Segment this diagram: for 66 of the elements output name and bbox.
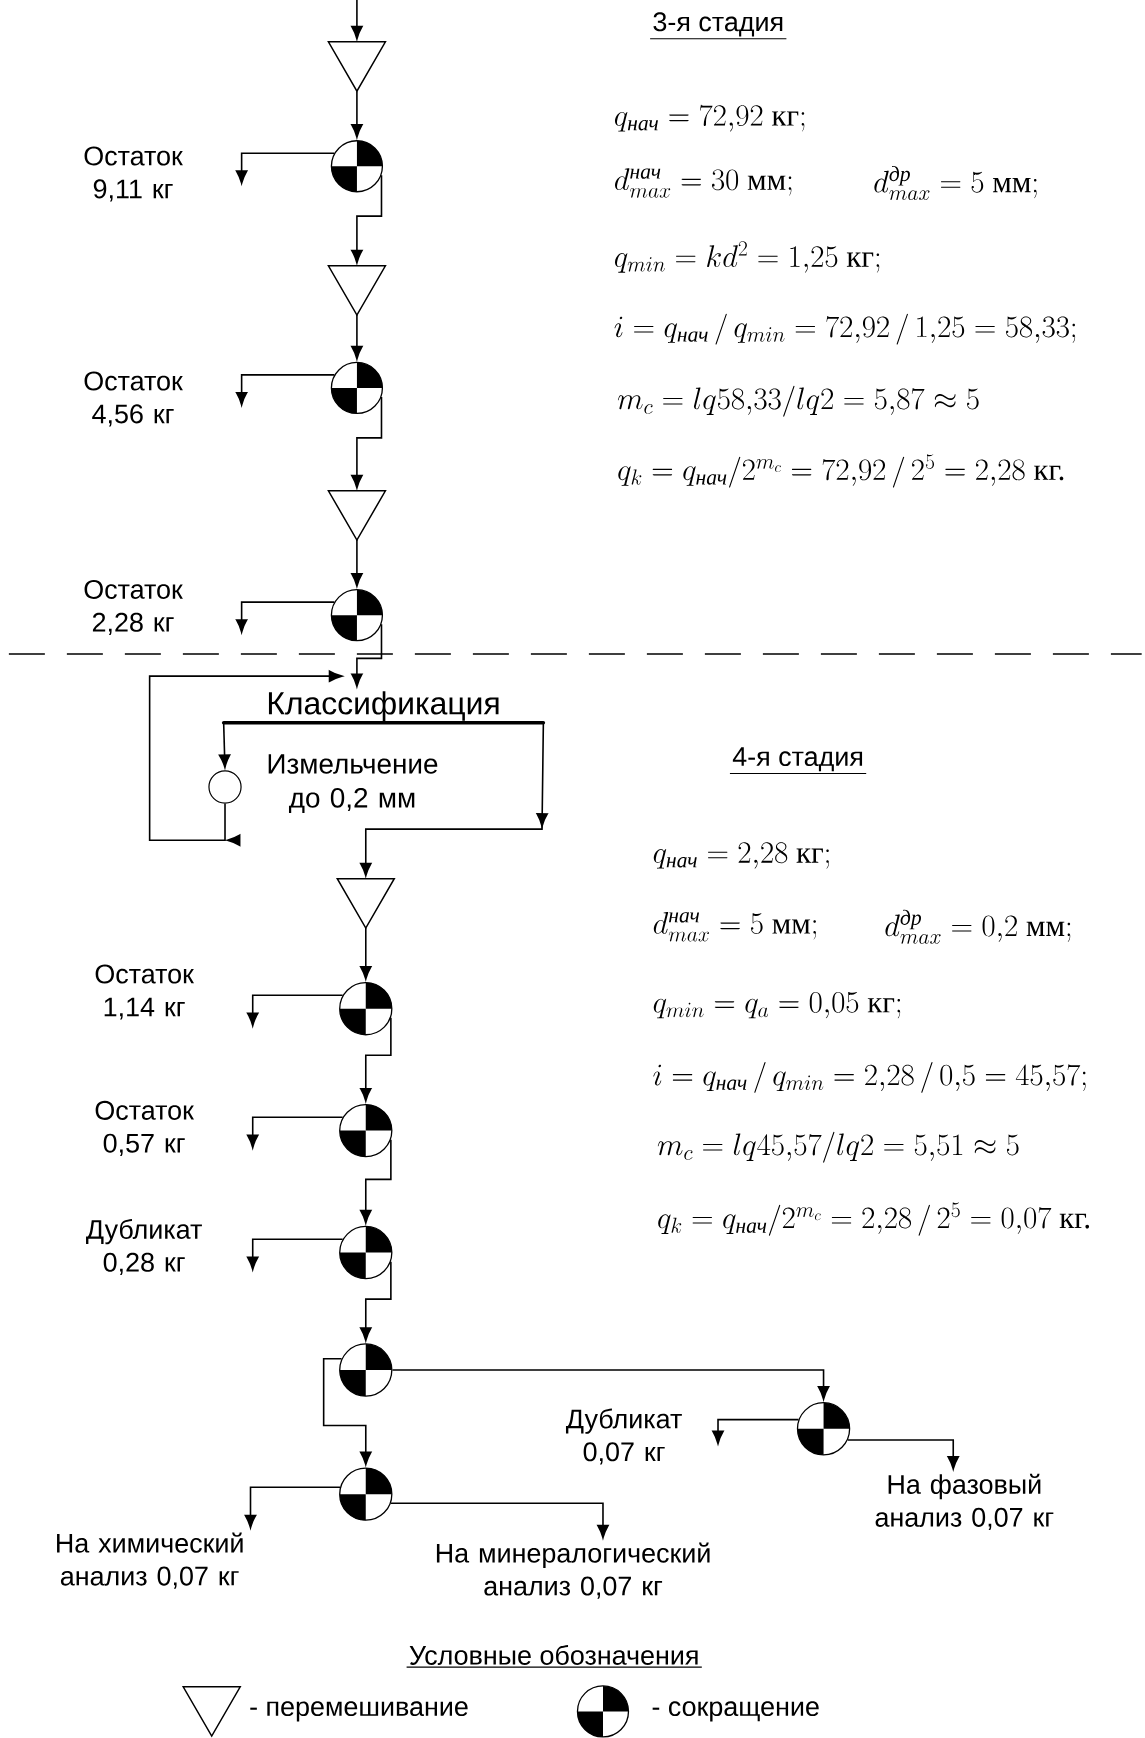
flow-arrow: [351, 90, 363, 138]
formula: $q_{k} = q_{\textit{нач}}/2^{m_{c}} = 2{,}28\,/\,2^{5} = 0{,}07\ \text{кг.}$: [658, 1202, 1090, 1236]
flow-arrow: [351, 0, 363, 40]
flow-arrow: [218, 721, 231, 769]
flow-arrow: [359, 721, 549, 877]
flow-arrow: [712, 1418, 800, 1445]
divider-symbol: [330, 361, 384, 415]
formula: $m_{c} = lq45{,}57/lq2 = 5{,}51 \approx 5$: [657, 1131, 1019, 1163]
divider-symbol: [330, 589, 384, 642]
flow-arrow: [235, 601, 336, 633]
flow-arrow: [235, 152, 336, 184]
classifier-bar: Классификация: [221, 691, 546, 725]
formula: $i = q_{\textit{нач}}\,/\,q_{min} = 2{,}28\,/\,0{,}5 = 45{,}57;$: [653, 1061, 1086, 1093]
stream-label: Остаток 4,56 кг: [84, 371, 183, 427]
formula: $q_{k} = q_{\textit{нач}}/2^{m_{c}} = 72{,}92\,/\,2^{5} = 2{,}28\ \text{кг.}$: [618, 454, 1064, 488]
flow-arrow: [391, 1369, 830, 1400]
stream-label: Дубликат 0,28 кг: [86, 1218, 202, 1275]
divider-symbol: [330, 140, 384, 193]
divider-symbol: [339, 981, 393, 1036]
stream-label: Остаток 2,28 кг: [84, 579, 183, 635]
formula: $m_{c} = lq58{,}33/lq2 = 5{,}87 \approx 5$: [617, 385, 979, 417]
formula: $d^{\textit{нач}}_{max} = 30\ \text{мм};$: [615, 168, 792, 198]
stream-label: На минералогический анализ 0,07 кг: [436, 1542, 710, 1599]
flow-arrow: [846, 1439, 960, 1470]
divider-symbol: [339, 1343, 393, 1397]
flow-arrow: [322, 1357, 372, 1466]
grinder-caption: Измельчение до 0,2 мм: [268, 754, 438, 813]
formula: $i = q_{\textit{нач}}\,/\,q_{min} = 72{,}92\,/\,1{,}25 = 58{,}33;$: [614, 313, 1076, 345]
flow-arrow: [390, 1502, 609, 1539]
flow-arrow: [351, 623, 383, 688]
flow-arrow: [235, 374, 336, 406]
stream-label: Остаток 9,11 кг: [84, 146, 183, 202]
stream-label: Остаток 1,14 кг: [95, 964, 194, 1020]
divider-symbol: [339, 1103, 393, 1158]
formula: $q_{\textit{нач}} = 2{,}28\ \text{кг};$: [653, 842, 829, 869]
formula: $d^{\textit{др}}_{max} = 0{,}2\ \text{мм};$: [885, 909, 1071, 944]
legend-text: - сокращение: [652, 1701, 819, 1722]
flow-arrow: [351, 314, 363, 360]
formula: $q_{\textit{нач}} = 72{,}92\ \text{кг};$: [614, 104, 805, 132]
flow-arrow: [246, 1116, 344, 1149]
flow-arrow: [351, 539, 363, 587]
flow-arrow: [244, 1486, 341, 1529]
divider-symbol: [339, 1467, 393, 1521]
flow-arrow: [246, 1238, 344, 1271]
flow-arrow: [359, 1260, 392, 1342]
section-heading: 3-я стадия: [649, 12, 787, 40]
stream-label: На фазовый анализ 0,07 кг: [875, 1473, 1054, 1531]
flow-arrow: [246, 994, 344, 1027]
flow-arrow: [359, 1138, 392, 1224]
section-heading: Условные обозначения: [406, 1644, 703, 1668]
stream-label: Дубликат 0,07 кг: [566, 1408, 682, 1465]
section-heading: 4-я стадия: [729, 747, 867, 775]
formula: $q_{min} = q_{a} = 0{,}05\ \text{кг};$: [653, 991, 901, 1019]
formula: $d^{\textit{др}}_{max} = 5\ \text{мм};$: [874, 166, 1037, 201]
flow-arrow: [148, 670, 343, 847]
stream-label: Остаток 0,57 кг: [95, 1100, 194, 1156]
stream-label: На химический анализ 0,07 кг: [57, 1532, 243, 1589]
flow-arrow: [351, 396, 383, 489]
legend-text: - перемешивание: [250, 1701, 468, 1722]
flow-arrow: [351, 174, 383, 264]
formula: $q_{min} = kd^{2} = 1{,}25\ \text{кг};$: [614, 241, 880, 273]
divider-symbol: [339, 1225, 393, 1280]
flow-arrow: [359, 1017, 392, 1102]
flow-arrow: [359, 927, 372, 980]
formula: $d^{\textit{нач}}_{max} = 5\ \text{мм};$: [653, 912, 816, 942]
divider-symbol: [796, 1402, 851, 1456]
